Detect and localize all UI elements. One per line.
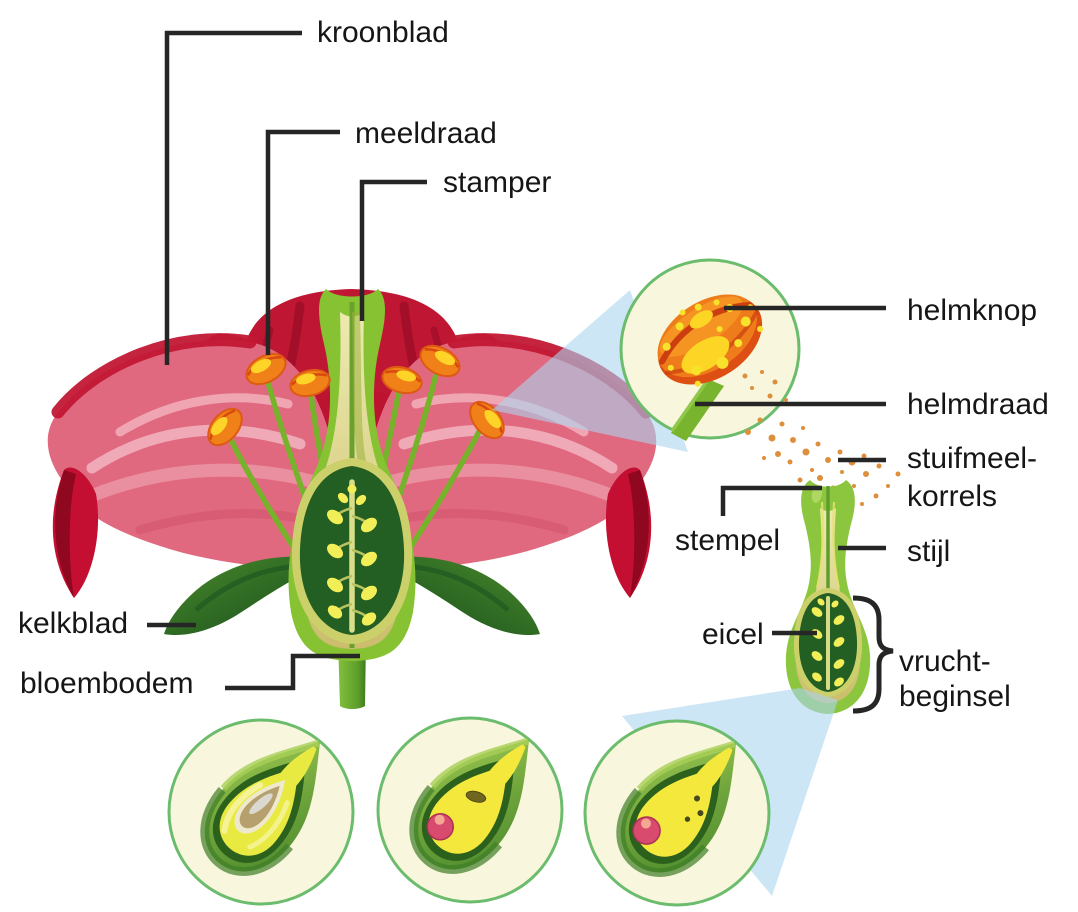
pollen-dots xyxy=(684,795,704,822)
anther-2 xyxy=(289,368,331,398)
vruchtbeginsel-brace xyxy=(852,595,894,714)
label-stempel: stempel xyxy=(675,524,781,557)
zygote-oval xyxy=(465,790,487,803)
ovule-stage-circle-1 xyxy=(167,718,355,906)
petal-droop-right xyxy=(605,467,652,598)
pistil-detail xyxy=(785,480,871,714)
leader-stempel xyxy=(720,485,822,516)
leader-meeldraad xyxy=(265,129,340,355)
ovary-detail xyxy=(793,588,863,697)
label-stuifmeelkorrels: stuifmeel- korrels xyxy=(907,440,1037,516)
label-bloembodem: bloembodem xyxy=(20,667,194,700)
ovary xyxy=(291,458,413,644)
anther-3 xyxy=(207,407,243,447)
leader-bloembodem xyxy=(225,653,360,691)
anther-6 xyxy=(469,400,505,440)
flower-illustration xyxy=(47,289,657,709)
label-kroonblad: kroonblad xyxy=(317,16,449,49)
anther-4 xyxy=(381,365,423,395)
anther-5 xyxy=(419,344,461,378)
anther-detail-circle xyxy=(619,258,801,441)
leader-stamper xyxy=(359,179,427,321)
filament-detail xyxy=(671,379,724,441)
label-vruchtbeginsel-line1: vrucht- xyxy=(899,645,991,678)
anthers xyxy=(207,344,505,447)
label-eicel: eicel xyxy=(702,618,764,651)
label-stuifmeelkorrels-line2: korrels xyxy=(907,480,998,513)
label-vruchtbeginsel: vrucht- beginsel xyxy=(899,644,1011,714)
ovules xyxy=(327,484,377,626)
label-stijl: stijl xyxy=(907,535,951,568)
label-stuifmeelkorrels-line1: stuifmeel- xyxy=(907,442,1038,475)
egg-cell xyxy=(426,813,454,841)
label-helmdraad: helmdraad xyxy=(907,388,1049,421)
anther-1 xyxy=(245,352,287,386)
label-meeldraad: meeldraad xyxy=(355,117,497,150)
label-vruchtbeginsel-line2: beginsel xyxy=(899,680,1011,713)
label-stamper: stamper xyxy=(443,166,552,199)
label-kelkblad: kelkblad xyxy=(18,607,129,640)
anther-detail xyxy=(657,294,764,387)
leader-kroonblad xyxy=(164,30,302,365)
leader-lines xyxy=(147,30,894,714)
label-helmknop: helmknop xyxy=(907,294,1038,327)
ovule-stage-circle-2 xyxy=(376,716,564,904)
petal-droop-left xyxy=(52,467,99,598)
petal-front-left xyxy=(47,333,341,570)
pollen-stream xyxy=(742,370,901,506)
egg-cell xyxy=(632,816,661,845)
seed-pod xyxy=(234,780,286,834)
ovule-stage-circle-3 xyxy=(583,719,771,907)
